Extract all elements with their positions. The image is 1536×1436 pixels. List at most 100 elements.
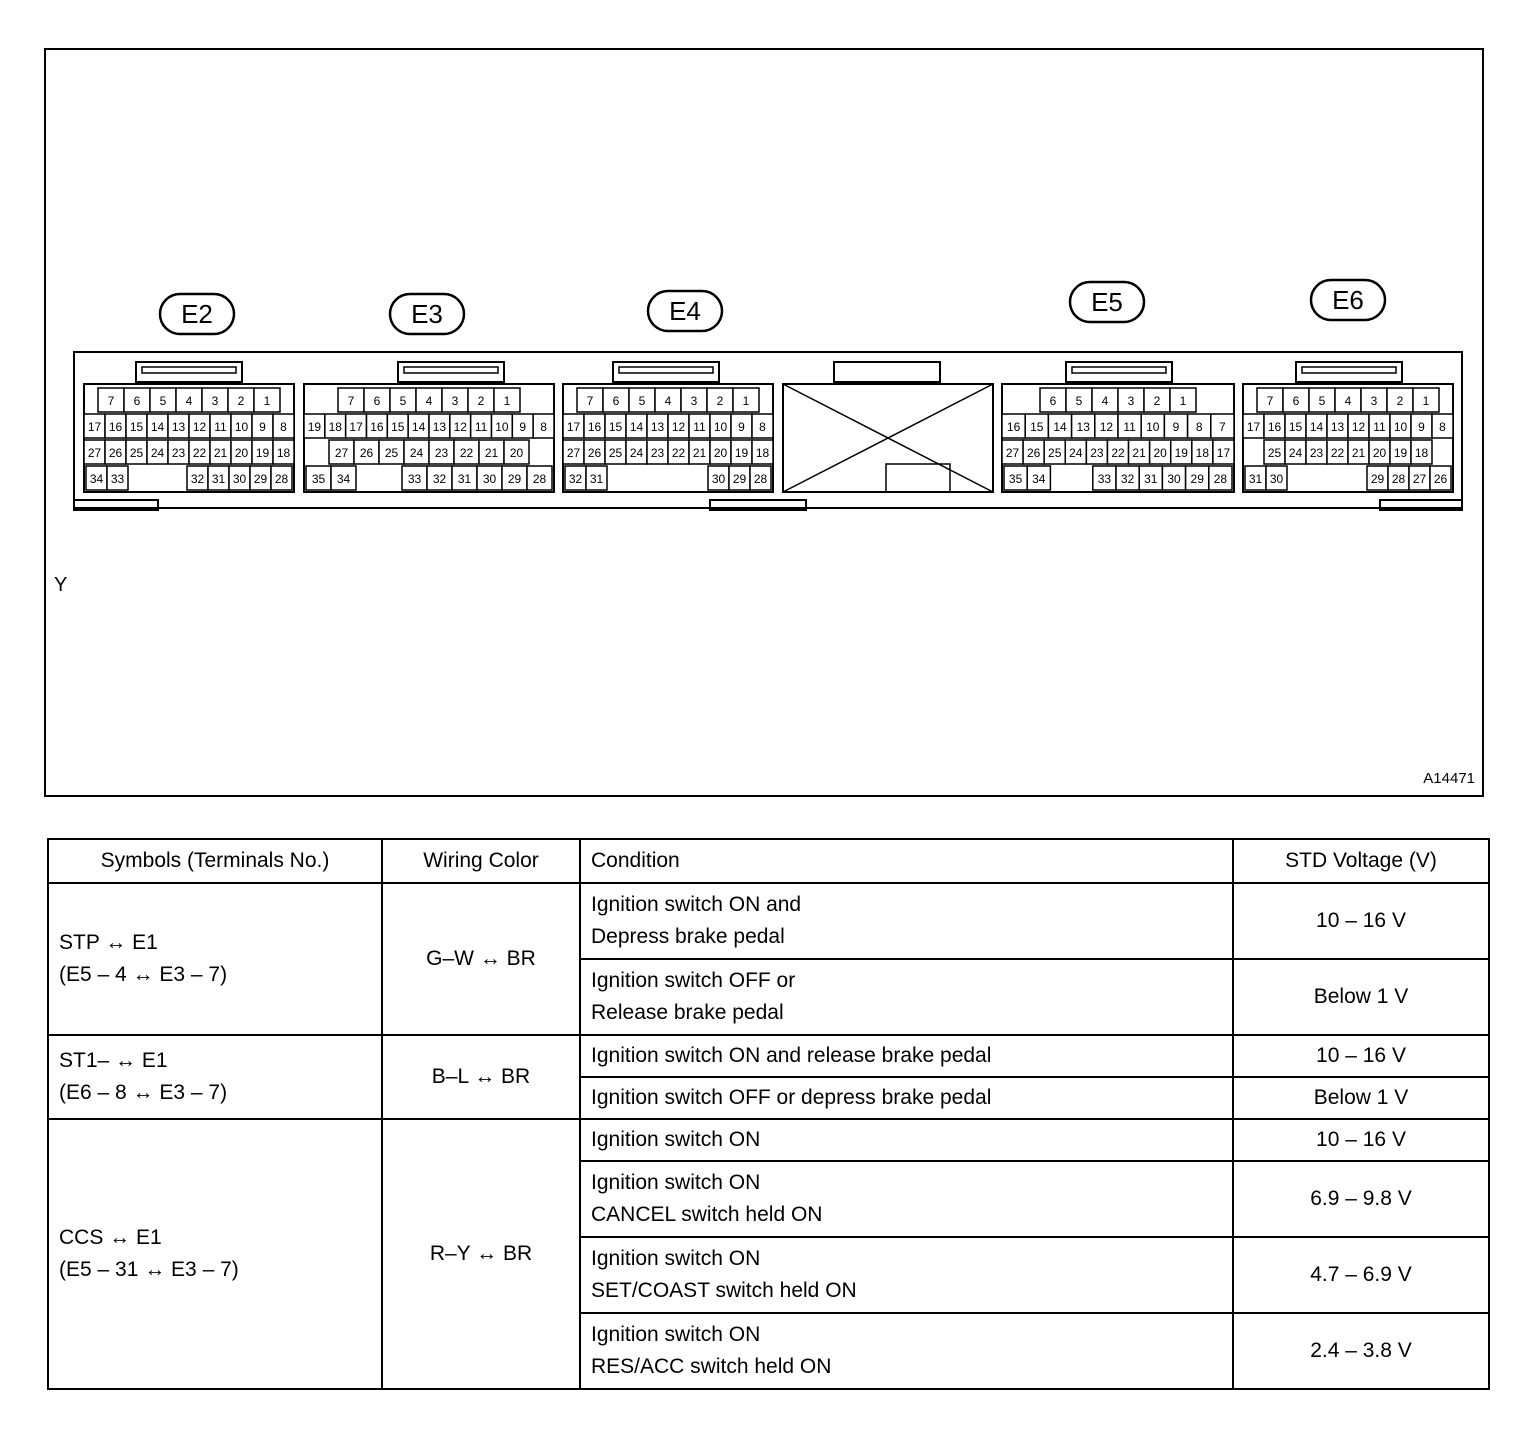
pin-number: 7	[1219, 420, 1226, 434]
pin-number: 28	[754, 472, 768, 486]
pin-number: 33	[111, 472, 125, 486]
table-row: Ignition switch OFF or Release brake ped…	[48, 958, 1490, 1036]
pin-number: 2	[1154, 394, 1161, 408]
pin-number: 1	[743, 394, 750, 408]
voltage-cell: 10 – 16 V	[1232, 882, 1490, 960]
pin-number: 34	[90, 472, 104, 486]
pin-number: 8	[280, 420, 287, 434]
pin-number: 29	[508, 472, 522, 486]
connector-lock-slot	[1071, 366, 1167, 374]
pin-number: 22	[1331, 446, 1345, 460]
pin-number: 34	[1032, 472, 1046, 486]
pin-number: 12	[672, 420, 686, 434]
voltage-cell: 6.9 – 9.8 V	[1232, 1160, 1490, 1238]
pin-number: 17	[1247, 420, 1261, 434]
pin-number: 27	[88, 446, 102, 460]
pin-number: 28	[1214, 472, 1228, 486]
pin-cell	[328, 439, 355, 465]
voltage-cell: 10 – 16 V	[1232, 1034, 1490, 1078]
condition-line: Ignition switch ON	[591, 1247, 761, 1270]
pin-number: 1	[264, 394, 271, 408]
pin-number: 6	[1050, 394, 1057, 408]
pin-cell	[401, 465, 428, 491]
pin-number: 3	[1371, 394, 1378, 408]
pin-cell	[270, 465, 293, 491]
table-row: Ignition switch ON SET/COAST switch held…	[48, 1236, 1490, 1314]
cross-line	[782, 383, 994, 493]
connector-lock-tab	[135, 361, 243, 383]
pin-number: 8	[759, 420, 766, 434]
pin-number: 16	[370, 420, 384, 434]
pin-number: 10	[714, 420, 728, 434]
pin-number: 24	[410, 446, 424, 460]
pin-number: 23	[1310, 446, 1324, 460]
pin-number: 8	[540, 420, 547, 434]
pin-number: 25	[609, 446, 623, 460]
pin-cell	[305, 465, 332, 491]
pin-number: 4	[186, 394, 193, 408]
connector-lock-tab	[397, 361, 505, 383]
pin-number: 32	[191, 472, 205, 486]
pin-number: 13	[1331, 420, 1345, 434]
pin-number: 10	[1146, 420, 1160, 434]
connector-label-badge	[158, 292, 236, 336]
table-row: Ignition switch OFF or depress brake ped…	[48, 1076, 1490, 1120]
connector-diagram	[44, 48, 1484, 797]
pin-cell	[732, 387, 760, 413]
pin-number: 32	[1121, 472, 1135, 486]
pin-number: 35	[1009, 472, 1023, 486]
pin-number: 13	[651, 420, 665, 434]
pin-number: 4	[665, 394, 672, 408]
connector-label-badge	[646, 289, 724, 333]
pin-number: 6	[374, 394, 381, 408]
pin-number: 15	[1030, 420, 1044, 434]
connector-label: E5	[1091, 287, 1123, 317]
pin-number: 32	[569, 472, 583, 486]
table-header-row: Symbols (Terminals No.) Wiring Color Con…	[47, 838, 1490, 884]
pin-number: 25	[1048, 446, 1062, 460]
housing-tab	[709, 499, 807, 511]
header-condition: Condition	[579, 838, 1234, 884]
pin-number: 23	[651, 446, 665, 460]
pin-number: 31	[1144, 472, 1158, 486]
pin-cell	[1117, 387, 1145, 413]
pin-number: 18	[1415, 446, 1429, 460]
pin-cell	[1412, 387, 1440, 413]
voltage-cell: Below 1 V	[1232, 958, 1490, 1036]
pin-number: 28	[275, 472, 289, 486]
pin-cell	[1026, 465, 1052, 491]
pin-number: 35	[312, 472, 326, 486]
pin-number: 25	[130, 446, 144, 460]
header-symbols: Symbols (Terminals No.)	[47, 838, 383, 884]
connector-lock-slot	[618, 366, 714, 374]
pin-cell	[749, 465, 772, 491]
blank-notch	[885, 463, 951, 493]
connector-lock-slot	[141, 366, 237, 374]
pin-number: 14	[630, 420, 644, 434]
pin-cell	[201, 387, 229, 413]
connector-lock-tab	[1295, 361, 1403, 383]
condition-line: CANCEL switch held ON	[591, 1203, 823, 1226]
pin-number: 23	[172, 446, 186, 460]
pin-number: 6	[613, 394, 620, 408]
pin-cell	[1431, 413, 1454, 439]
condition-line: RES/ACC switch held ON	[591, 1355, 832, 1378]
pin-number: 21	[1352, 446, 1366, 460]
pin-cell	[706, 387, 734, 413]
pin-number: 12	[1100, 420, 1114, 434]
condition-cell: Ignition switch ON and release brake ped…	[579, 1034, 1234, 1078]
pin-number: 8	[1196, 420, 1203, 434]
pin-number: 22	[1111, 446, 1125, 460]
pin-number: 7	[348, 394, 355, 408]
pin-number: 30	[1167, 472, 1181, 486]
pin-number: 11	[693, 420, 706, 434]
pin-number: 3	[691, 394, 698, 408]
pin-number: 18	[277, 446, 291, 460]
condition-cell: Ignition switch ON and Depress brake ped…	[579, 882, 1234, 960]
pin-number: 20	[714, 446, 728, 460]
pin-number: 27	[1006, 446, 1020, 460]
pin-number: 11	[1373, 420, 1386, 434]
pin-number: 11	[475, 420, 488, 434]
pin-cell	[106, 465, 129, 491]
